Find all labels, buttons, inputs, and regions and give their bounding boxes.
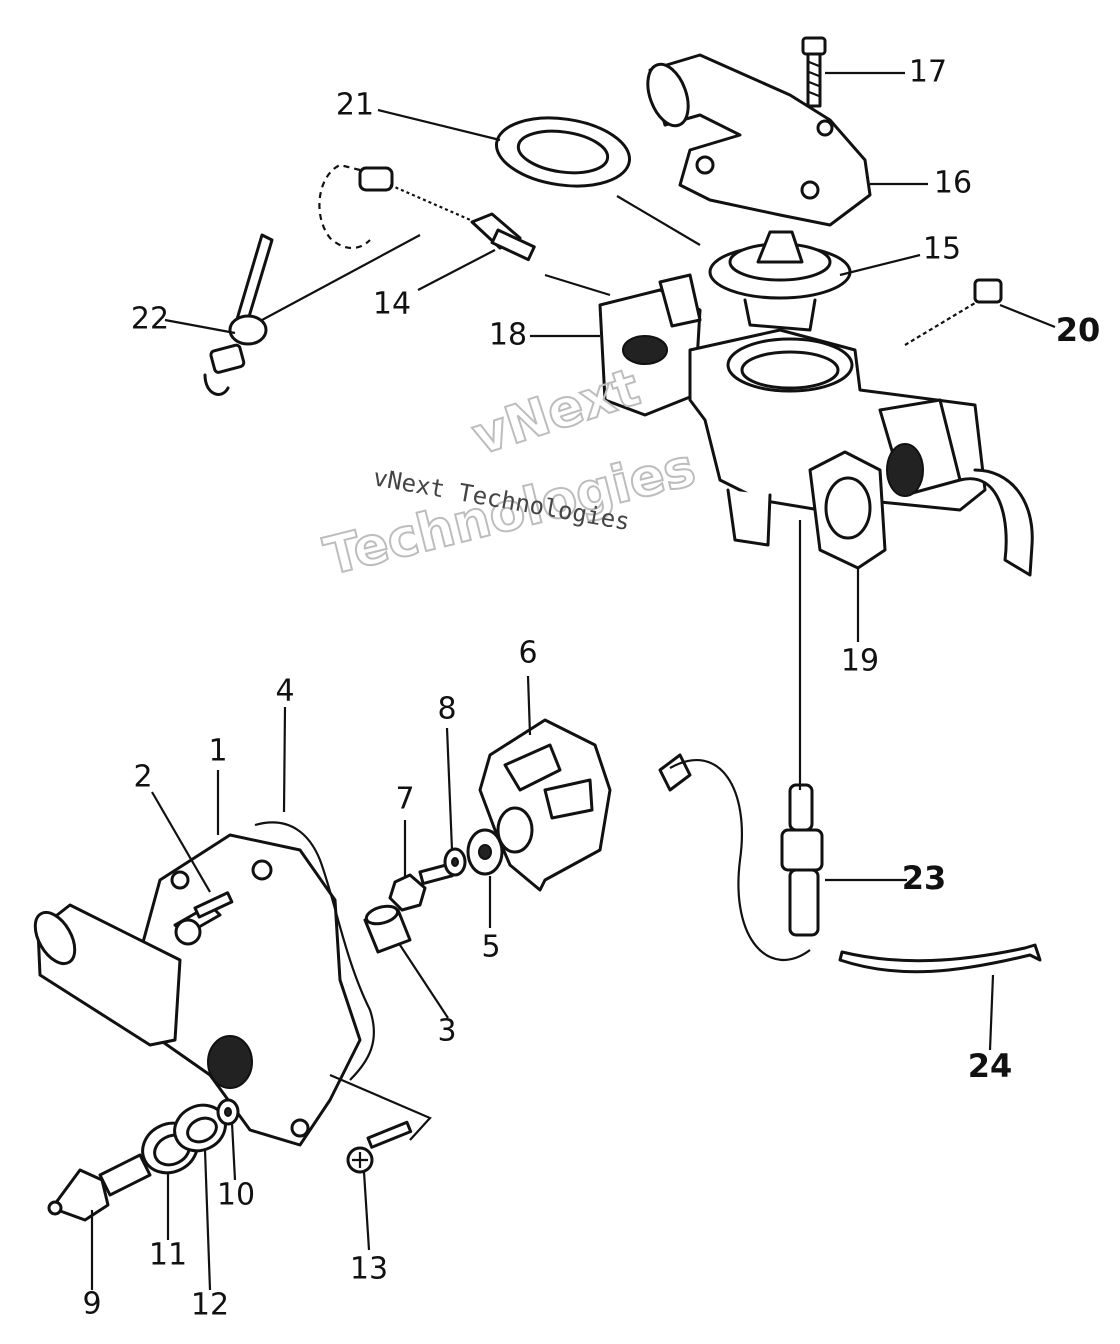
part-14-temp-sensor	[318, 163, 536, 262]
callout-9: 9	[82, 1287, 101, 1322]
part-19-flange-gasket	[808, 450, 887, 570]
part-4-gasket	[254, 821, 375, 1081]
callout-13: 13	[350, 1252, 388, 1287]
part-15-thermostat	[708, 230, 852, 332]
callout-15: 15	[923, 232, 961, 267]
callout-14: 14	[373, 287, 411, 322]
callout-21: 21	[336, 88, 374, 123]
callout-6: 6	[518, 636, 537, 671]
part-22-terminal-strap	[203, 233, 274, 396]
callout-24: 24	[968, 1047, 1013, 1085]
part-20-long-bolt	[904, 278, 1003, 346]
callout-11: 11	[149, 1238, 187, 1273]
callout-2: 2	[133, 760, 152, 795]
part-21-gasket	[494, 116, 632, 188]
part-10-washer	[216, 1098, 240, 1126]
part-9-drain-plug	[47, 1153, 152, 1222]
part-8-washer	[443, 847, 467, 877]
callout-5: 5	[481, 930, 500, 965]
callout-18: 18	[489, 318, 527, 353]
part-6-impeller	[478, 718, 612, 892]
callout-17: 17	[909, 55, 947, 90]
callout-1: 1	[208, 734, 227, 769]
callout-7: 7	[395, 782, 414, 817]
part-3-spacer	[363, 904, 412, 954]
callout-19: 19	[841, 644, 879, 679]
callout-20: 20	[1056, 311, 1101, 349]
callout-3: 3	[437, 1014, 456, 1049]
callout-23: 23	[902, 859, 947, 897]
callout-4: 4	[275, 674, 294, 709]
callout-10: 10	[217, 1178, 255, 1213]
part-17-bolt	[801, 36, 827, 108]
callout-16: 16	[934, 166, 972, 201]
part-16-housing-cover	[646, 53, 872, 227]
callout-labels: 1 2 3 4 5 6 7 8 9 10 11 12 13 14 15 16 1…	[82, 55, 1100, 1323]
callout-8: 8	[437, 692, 456, 727]
leader-lines	[90, 71, 1056, 1291]
part-1-pump-body	[33, 833, 362, 1147]
part-5-washer	[466, 828, 504, 876]
watermark-line-1: vNext	[465, 357, 646, 467]
part-23-temp-switch	[658, 753, 824, 962]
part-13-screw	[346, 1120, 413, 1174]
part-7-bolt	[388, 862, 454, 912]
callout-22: 22	[131, 302, 169, 337]
part-24-cable-tie	[838, 943, 1042, 974]
callout-12: 12	[191, 1288, 229, 1323]
part-2-screw	[174, 891, 234, 946]
